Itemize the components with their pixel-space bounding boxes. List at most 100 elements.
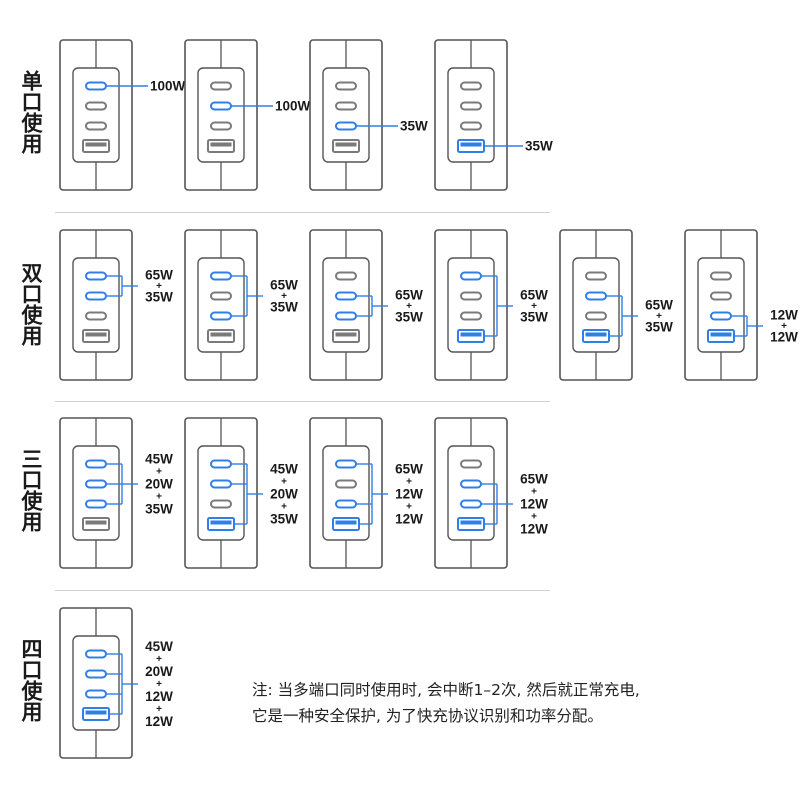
watt-label: 12W bbox=[145, 714, 173, 729]
watt-label: 12W bbox=[395, 487, 423, 502]
usb-c-port-2 bbox=[460, 101, 482, 111]
port-panel bbox=[322, 67, 370, 163]
port-panel bbox=[72, 635, 120, 731]
watt-label: 65W bbox=[145, 268, 173, 283]
charger-2-0: 45W+20W+35W bbox=[59, 417, 173, 569]
row-label-single: 单口使用 bbox=[19, 70, 43, 154]
plus-sign: + bbox=[406, 502, 412, 513]
charger-1-2: 65W+35W bbox=[309, 229, 423, 381]
usb-a-port-tongue bbox=[85, 332, 107, 337]
usb-c-port-2 bbox=[710, 291, 732, 301]
plus-sign: + bbox=[156, 492, 162, 503]
watt-label: 100W bbox=[275, 99, 311, 114]
watt-label: 20W bbox=[145, 477, 173, 492]
port-panel bbox=[72, 257, 120, 353]
usb-c-port-3 bbox=[460, 121, 482, 131]
usb-c-port-2 bbox=[335, 101, 357, 111]
usb-c-port-3 bbox=[210, 121, 232, 131]
row-label-double: 双口使用 bbox=[19, 262, 43, 346]
plus-sign: + bbox=[281, 291, 287, 302]
watt-label: 65W bbox=[270, 278, 298, 293]
charger-3-0: 45W+20W+12W+12W bbox=[59, 607, 173, 759]
plus-sign: + bbox=[281, 477, 287, 488]
usb-c-port-1 bbox=[335, 81, 357, 91]
port-panel bbox=[197, 67, 245, 163]
plus-sign: + bbox=[781, 321, 787, 332]
usb-a-port-tongue bbox=[210, 520, 232, 525]
row-label-quad: 四口使用 bbox=[19, 638, 43, 722]
plus-sign: + bbox=[406, 477, 412, 488]
divider-3 bbox=[55, 590, 550, 591]
watt-label: 35W bbox=[270, 512, 298, 527]
usb-c-port-3 bbox=[85, 311, 107, 321]
usb-a-port-tongue bbox=[460, 332, 482, 337]
plus-sign: + bbox=[156, 679, 162, 690]
watt-label: 12W bbox=[145, 689, 173, 704]
plus-sign: + bbox=[531, 301, 537, 312]
plus-sign: + bbox=[156, 467, 162, 478]
plus-sign: + bbox=[531, 512, 537, 523]
watt-label: 35W bbox=[145, 502, 173, 517]
usb-a-port bbox=[332, 139, 360, 153]
watt-label: 45W bbox=[145, 452, 173, 467]
charger-0-0: 100W bbox=[59, 39, 186, 191]
usb-a-port-tongue bbox=[85, 710, 107, 715]
usb-a-port-tongue bbox=[460, 520, 482, 525]
note-line-1: 注: 当多端口同时使用时, 会中断1–2次, 然后就正常充电, bbox=[252, 681, 640, 699]
port-panel bbox=[572, 257, 620, 353]
port-panel bbox=[322, 257, 370, 353]
row-label-triple: 三口使用 bbox=[19, 448, 43, 532]
usb-c-port-3 bbox=[210, 499, 232, 509]
usb-c-port-3 bbox=[460, 311, 482, 321]
note-line-2: 它是一种安全保护, 为了快充协议识别和功率分配。 bbox=[252, 707, 603, 725]
usb-a-port-tongue bbox=[85, 142, 107, 147]
port-panel bbox=[447, 257, 495, 353]
plus-sign: + bbox=[156, 704, 162, 715]
watt-label: 12W bbox=[520, 522, 548, 537]
charger-2-2: 65W+12W+12W bbox=[309, 417, 423, 569]
port-panel bbox=[197, 445, 245, 541]
usb-c-port-2 bbox=[85, 101, 107, 111]
plus-sign: + bbox=[656, 311, 662, 322]
watt-label: 35W bbox=[270, 300, 298, 315]
divider-2 bbox=[55, 401, 550, 402]
port-panel bbox=[72, 67, 120, 163]
port-panel bbox=[447, 67, 495, 163]
watt-label: 12W bbox=[770, 330, 798, 345]
usb-c-port-2 bbox=[460, 291, 482, 301]
watt-label: 35W bbox=[400, 119, 428, 134]
port-panel bbox=[447, 445, 495, 541]
watt-label: 20W bbox=[145, 664, 173, 679]
usb-c-port-1 bbox=[585, 271, 607, 281]
usb-c-port-1 bbox=[335, 271, 357, 281]
charger-1-4: 65W+35W bbox=[559, 229, 673, 381]
watt-label: 35W bbox=[395, 310, 423, 325]
usb-a-port bbox=[207, 329, 235, 343]
usb-c-port-2 bbox=[335, 479, 357, 489]
charger-1-0: 65W+35W bbox=[59, 229, 173, 381]
usb-c-port-1 bbox=[460, 81, 482, 91]
usb-c-port-1 bbox=[460, 459, 482, 469]
watt-label: 65W bbox=[395, 462, 423, 477]
charger-2-3: 65W+12W+12W bbox=[434, 417, 548, 569]
usb-c-port-3 bbox=[85, 121, 107, 131]
plus-sign: + bbox=[531, 487, 537, 498]
watt-label: 35W bbox=[525, 139, 553, 154]
charger-0-3: 35W bbox=[434, 39, 553, 191]
plus-sign: + bbox=[281, 502, 287, 513]
port-panel bbox=[197, 257, 245, 353]
usb-a-port bbox=[207, 139, 235, 153]
watt-label: 12W bbox=[770, 308, 798, 323]
usb-a-port-tongue bbox=[335, 142, 357, 147]
usb-a-port-tongue bbox=[710, 332, 732, 337]
watt-label: 12W bbox=[395, 512, 423, 527]
port-panel bbox=[697, 257, 745, 353]
charger-1-5: 12W+12W bbox=[684, 229, 798, 381]
usb-c-port-2 bbox=[210, 291, 232, 301]
usb-a-port-tongue bbox=[335, 332, 357, 337]
usb-a-port-tongue bbox=[210, 142, 232, 147]
watt-label: 35W bbox=[645, 320, 673, 335]
watt-label: 45W bbox=[145, 639, 173, 654]
